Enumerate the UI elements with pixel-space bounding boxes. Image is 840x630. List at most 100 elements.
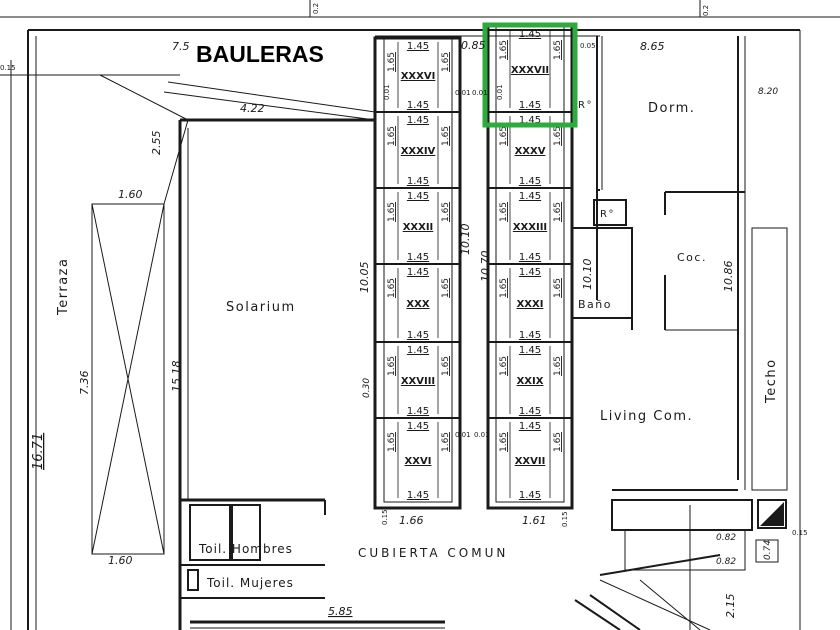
dim-1-60-top: 1.60 <box>118 188 143 201</box>
dim-8-65: 8.65 <box>640 40 665 53</box>
unit-number: XXVI <box>405 456 432 467</box>
label-dorm: Dorm. <box>648 101 695 116</box>
dim-0-82a: 0.82 <box>716 533 736 543</box>
unit-depth-left: 1.65 <box>387 432 397 452</box>
unit-number: XXXVII <box>511 65 549 76</box>
unit-depth-left: 1.65 <box>499 432 509 452</box>
dim-1-66: 1.66 <box>399 514 424 527</box>
dim-0-2-a: 0.2 <box>312 3 320 14</box>
unit-number: XXIX <box>517 376 544 387</box>
dim-0-01-a: 0.01 <box>455 89 471 97</box>
label-r-mid: R° <box>600 209 615 220</box>
unit-depth-left: 1.65 <box>387 202 397 222</box>
unit-number: XXXI <box>517 299 544 310</box>
dim-0-01-e: 0.01 <box>383 84 391 100</box>
unit-number: XXXII <box>403 222 434 233</box>
unit-width-bottom: 1.45 <box>407 490 429 501</box>
unit-width-bottom: 1.45 <box>519 252 541 263</box>
unit-width-bottom: 1.45 <box>407 406 429 417</box>
label-solarium: Solarium <box>226 300 296 315</box>
unit-depth-left: 1.65 <box>387 52 397 72</box>
label-cubierta: CUBIERTA COMUN <box>358 546 508 560</box>
unit-depth-left: 1.65 <box>499 40 509 60</box>
unit-width-top: 1.45 <box>407 345 429 356</box>
dim-0-15-right: 0.15 <box>792 529 808 537</box>
dim-0-82b: 0.82 <box>716 557 736 567</box>
label-coc: Coc. <box>677 251 707 264</box>
unit-width-bottom: 1.45 <box>519 406 541 417</box>
dim-10-10: 10.10 <box>459 224 472 256</box>
dim-0-2-b: 0.2 <box>702 5 710 16</box>
unit-number: XXVII <box>515 456 546 467</box>
dim-0-01-d: 0.01 <box>474 431 490 439</box>
unit-depth-right: 1.65 <box>441 356 451 376</box>
unit-depth-right: 1.65 <box>553 432 563 452</box>
dim-7-36: 7.36 <box>78 371 91 396</box>
dim-0-01-f: 0.01 <box>496 84 504 100</box>
label-toil-hombres: Toil. Hombres <box>198 542 293 556</box>
label-terraza: Terraza <box>56 258 71 316</box>
unit-width-top: 1.45 <box>407 115 429 126</box>
unit-width-top: 1.45 <box>519 421 541 432</box>
dim-0-30: 0.30 <box>362 378 372 398</box>
dim-0-01-c: 0.01 <box>455 431 471 439</box>
unit-width-top: 1.45 <box>407 267 429 278</box>
dim-0-85: 0.85 <box>461 39 486 52</box>
unit-depth-right: 1.65 <box>553 40 563 60</box>
unit-width-bottom: 1.45 <box>407 330 429 341</box>
unit-depth-right: 1.65 <box>553 356 563 376</box>
unit-depth-left: 1.65 <box>499 202 509 222</box>
unit-depth-left: 1.65 <box>387 356 397 376</box>
unit-depth-left: 1.65 <box>387 126 397 146</box>
dim-1-60-bot: 1.60 <box>108 554 133 567</box>
page-title: BAULERAS <box>196 41 324 67</box>
dim-10-86: 10.86 <box>722 261 735 293</box>
unit-width-top: 1.45 <box>519 191 541 202</box>
unit-number: XXXIII <box>513 222 547 233</box>
label-techo: Techo <box>764 358 779 404</box>
unit-width-top: 1.45 <box>407 421 429 432</box>
unit-depth-right: 1.65 <box>441 52 451 72</box>
dim-2-55: 2.55 <box>150 131 163 156</box>
unit-depth-right: 1.65 <box>553 278 563 298</box>
unit-width-bottom: 1.45 <box>519 490 541 501</box>
label-toil-mujeres: Toil. Mujeres <box>206 576 294 590</box>
dim-15-18: 15.18 <box>170 361 183 393</box>
unit-depth-right: 1.65 <box>553 202 563 222</box>
dim-10-05: 10.05 <box>358 262 371 294</box>
unit-depth-right: 1.65 <box>441 432 451 452</box>
dim-0-74: 0.74 <box>763 540 773 560</box>
unit-width-top: 1.45 <box>519 29 541 40</box>
dim-16-71: 16.71 <box>31 433 46 470</box>
unit-number: XXX <box>406 299 429 310</box>
dim-8-20: 8.20 <box>758 87 778 97</box>
dim-7-5: 7.5 <box>172 40 190 53</box>
unit-width-bottom: 1.45 <box>519 176 541 187</box>
dim-1-61: 1.61 <box>522 514 547 527</box>
unit-number: XXXVI <box>401 71 436 82</box>
unit-width-top: 1.45 <box>519 345 541 356</box>
unit-depth-left: 1.65 <box>499 126 509 146</box>
dim-5-85: 5.85 <box>328 605 353 618</box>
dim-0-15-center: 0.15 <box>561 511 569 527</box>
unit-depth-left: 1.65 <box>499 356 509 376</box>
unit-width-bottom: 1.45 <box>519 330 541 341</box>
dim-0-15-left: 0.15 <box>381 509 389 525</box>
dim-10-10b: 10.10 <box>581 259 594 291</box>
dim-2-15: 2.15 <box>724 594 737 619</box>
label-bano: Baño <box>578 298 612 311</box>
unit-depth-right: 1.65 <box>441 202 451 222</box>
unit-width-top: 1.45 <box>519 267 541 278</box>
unit-number: XXVIII <box>401 376 435 387</box>
unit-number: XXXIV <box>401 146 436 157</box>
unit-width-bottom: 1.45 <box>407 100 429 111</box>
unit-number: XXXV <box>515 146 546 157</box>
dim-4-22: 4.22 <box>240 102 265 115</box>
unit-depth-left: 1.65 <box>387 278 397 298</box>
unit-depth-right: 1.65 <box>441 278 451 298</box>
unit-depth-right: 1.65 <box>441 126 451 146</box>
unit-width-top: 1.45 <box>407 41 429 52</box>
